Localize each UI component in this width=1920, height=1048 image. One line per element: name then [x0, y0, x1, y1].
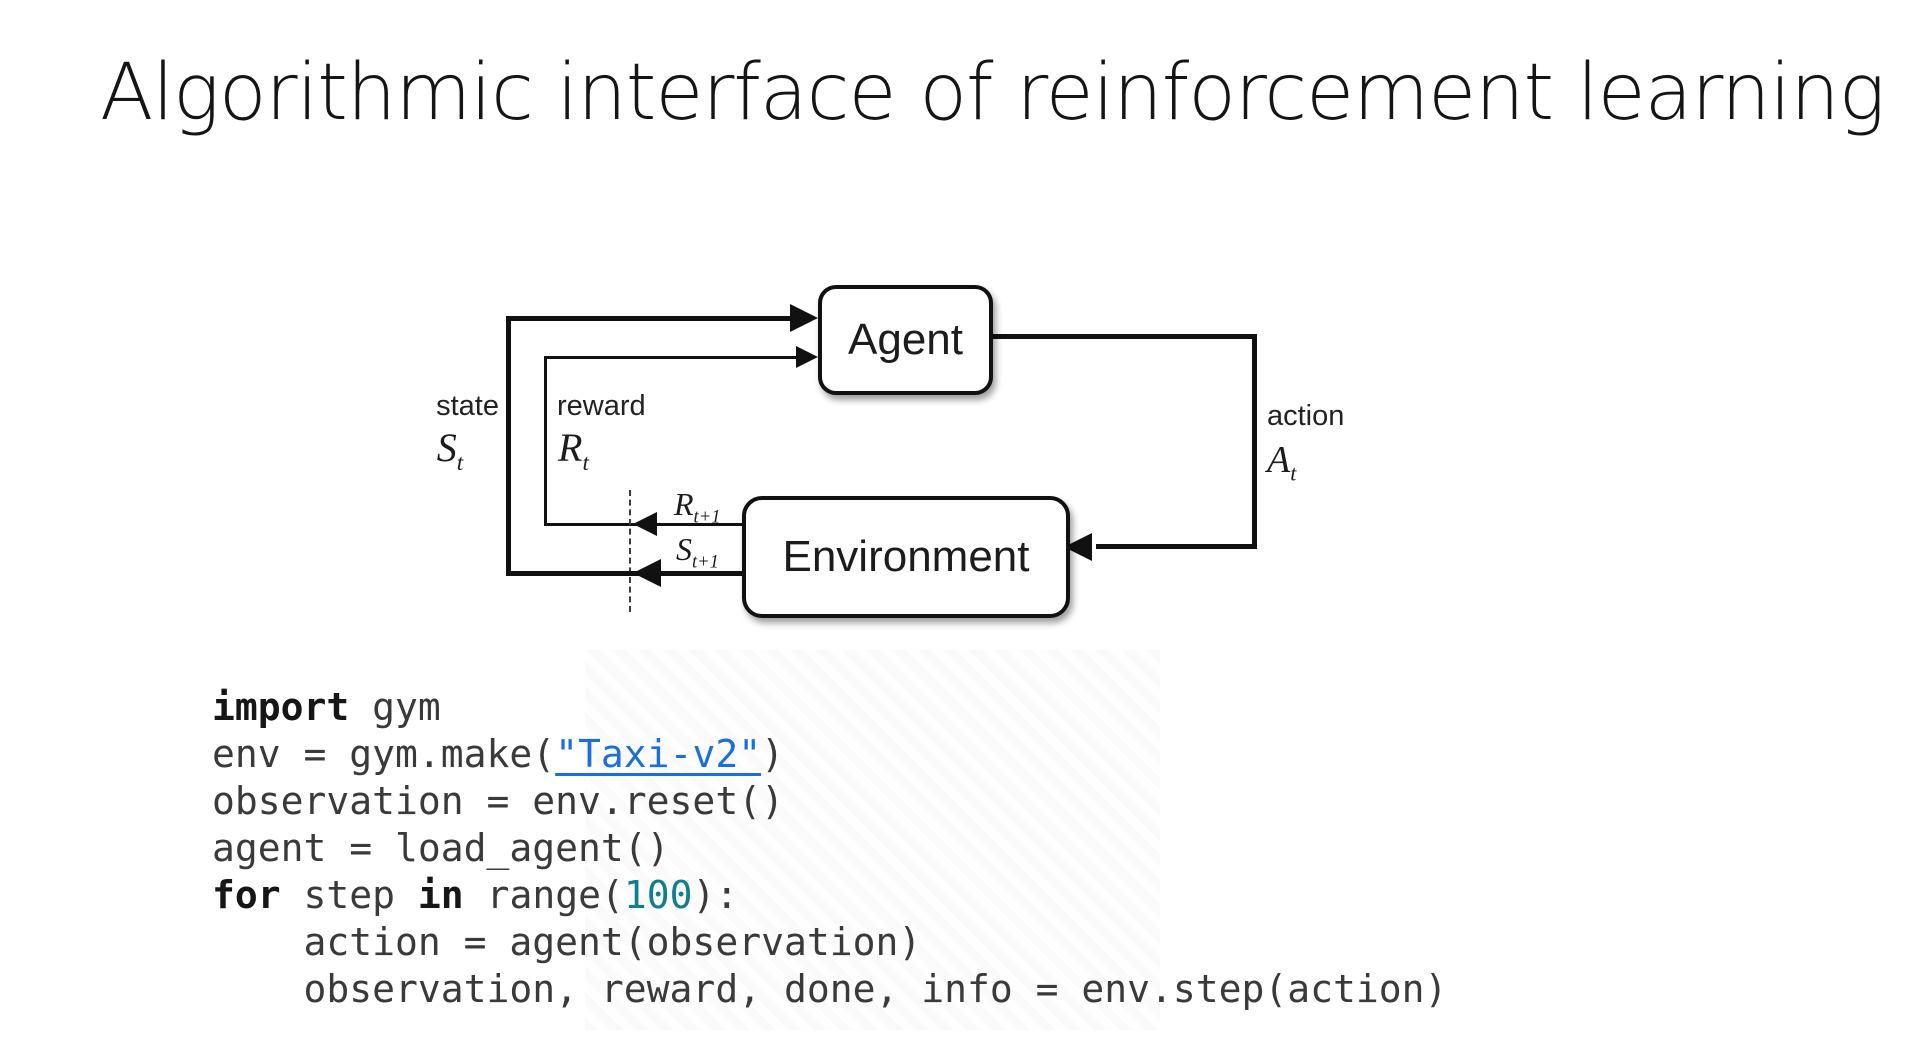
- environment-box-label: Environment: [782, 532, 1030, 581]
- reward-line-vertical: [544, 356, 547, 526]
- code-token: 100: [623, 873, 693, 917]
- code-line: agent = load_agent(): [212, 825, 1447, 872]
- action-line-vertical: [1252, 334, 1257, 549]
- reward-next-symbol: Rt+1: [674, 486, 721, 528]
- code-line: env = gym.make("Taxi-v2"): [212, 731, 1447, 778]
- code-token: step: [280, 873, 418, 917]
- code-token: gym: [349, 685, 441, 729]
- code-token: in: [417, 873, 464, 917]
- code-token: agent = load_agent(): [212, 826, 670, 870]
- code-line: observation, reward, done, info = env.st…: [212, 966, 1448, 1013]
- code-line: action = agent(observation): [212, 919, 1447, 966]
- code-token: observation = env.reset(): [212, 779, 784, 823]
- state-symbol: St: [436, 425, 464, 476]
- code-token: for: [212, 873, 281, 917]
- state-line-top: [506, 316, 792, 321]
- state-next-line: [506, 571, 742, 576]
- reward-line-top: [544, 356, 796, 359]
- code-line: import gym: [212, 684, 1447, 731]
- state-line-vertical: [506, 316, 511, 576]
- action-symbol: At: [1267, 439, 1297, 486]
- timestep-dashed-line: [629, 490, 631, 612]
- arrow-state-next-icon: [633, 559, 661, 587]
- action-line-bottom: [1096, 544, 1257, 549]
- code-token: env = gym.make(: [212, 732, 556, 776]
- arrow-state-to-agent-icon: [790, 304, 818, 332]
- code-token: range(: [463, 873, 624, 917]
- state-next-symbol: St+1: [676, 531, 719, 573]
- action-line-top: [983, 334, 1257, 339]
- code-line: observation = env.reset(): [212, 778, 1447, 825]
- arrow-reward-next-icon: [633, 512, 657, 536]
- reward-symbol: Rt: [558, 425, 589, 476]
- page-title: Algorithmic interface of reinforcement l…: [100, 48, 1885, 138]
- code-token: ): [761, 732, 784, 776]
- environment-box: Environment: [742, 496, 1070, 618]
- reward-label: reward: [557, 390, 646, 422]
- agent-box-label: Agent: [848, 315, 963, 364]
- taxi-v2-link[interactable]: "Taxi-v2": [555, 732, 762, 776]
- code-token: observation, reward, done, info = env.st…: [212, 967, 1448, 1011]
- code-line: for step in range(100):: [212, 872, 1447, 919]
- action-label: action: [1267, 400, 1345, 432]
- code-token: ):: [692, 873, 739, 917]
- agent-box: Agent: [818, 285, 993, 395]
- state-label: state: [436, 390, 499, 422]
- code-token: action = agent(observation): [212, 920, 922, 964]
- arrow-reward-to-agent-icon: [796, 346, 818, 368]
- code-token: import: [212, 685, 350, 729]
